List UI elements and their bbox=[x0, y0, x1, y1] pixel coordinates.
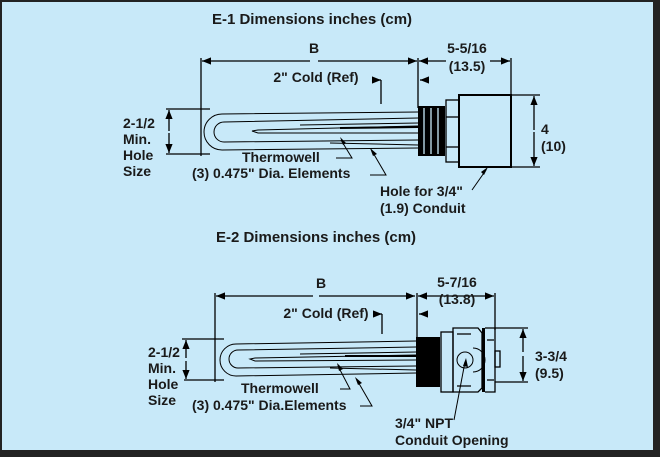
e1-length-label: B bbox=[309, 40, 319, 56]
e2-conduit-label-1: 3/4" NPT bbox=[395, 415, 453, 431]
e1-threaded-fitting bbox=[418, 106, 445, 156]
e2-head-height-cm: (9.5) bbox=[535, 365, 564, 381]
e1-hole-size-3: Hole bbox=[123, 147, 154, 163]
e2-head-length-cm: (13.8) bbox=[439, 291, 476, 307]
e1-hole-size-1: 2-1/2 bbox=[123, 115, 155, 131]
e2-diagram: E-2 Dimensions inches (cm) B 5-7/16 (13.… bbox=[148, 229, 567, 448]
e2-elements-leader bbox=[356, 379, 373, 407]
e1-title: E-1 Dimensions inches (cm) bbox=[212, 11, 412, 28]
e2-cold-label: 2" Cold (Ref) bbox=[283, 305, 368, 321]
e2-conduit-opening bbox=[456, 351, 474, 369]
diagram-panel bbox=[2, 2, 653, 450]
e2-heater-elements bbox=[219, 340, 417, 377]
e1-elements-label: (3) 0.475" Dia. Elements bbox=[192, 165, 351, 181]
e1-conduit-label-2: (1.9) Conduit bbox=[380, 200, 466, 216]
e1-hex-nut bbox=[445, 99, 460, 163]
e2-conduit-head bbox=[440, 327, 501, 393]
e1-heater-elements bbox=[203, 111, 419, 151]
e1-terminal-box bbox=[458, 94, 512, 168]
e2-head-height: 3-3/4 bbox=[535, 348, 567, 364]
e1-conduit-label-1: Hole for 3/4" bbox=[380, 183, 463, 199]
e1-thermowell-leader bbox=[336, 139, 353, 159]
e1-diagram: E-1 Dimensions inches (cm) B 5-5/16 (13.… bbox=[123, 11, 566, 216]
e1-hole-size-2: Min. bbox=[123, 131, 151, 147]
e1-head-height: 4 bbox=[541, 121, 549, 137]
e1-cold-label: 2" Cold (Ref) bbox=[273, 69, 358, 85]
e2-title: E-2 Dimensions inches (cm) bbox=[216, 229, 416, 246]
e1-elements-leader bbox=[370, 150, 387, 176]
e2-head-length: 5-7/16 bbox=[437, 274, 477, 290]
e2-thermowell-leader bbox=[337, 365, 351, 390]
e2-hole-size-2: Min. bbox=[148, 360, 176, 376]
e2-conduit-label-2: Conduit Opening bbox=[395, 432, 509, 448]
e2-hole-size-4: Size bbox=[148, 392, 176, 408]
e1-hole-size-4: Size bbox=[123, 163, 151, 179]
e2-thermowell-label: Thermowell bbox=[241, 380, 319, 396]
e2-hole-size-3: Hole bbox=[148, 376, 179, 392]
e1-thermowell-label: Thermowell bbox=[242, 149, 320, 165]
e1-head-height-cm: (10) bbox=[541, 138, 566, 154]
e2-length-label: B bbox=[316, 275, 326, 291]
e1-head-length-cm: (13.5) bbox=[449, 58, 486, 74]
e1-head-length: 5-5/16 bbox=[447, 40, 487, 56]
e2-elements-label: (3) 0.475" Dia.Elements bbox=[192, 397, 347, 413]
e2-hole-size-1: 2-1/2 bbox=[148, 344, 180, 360]
e2-conduit-leader bbox=[453, 361, 466, 421]
e2-threaded-fitting bbox=[416, 337, 440, 387]
